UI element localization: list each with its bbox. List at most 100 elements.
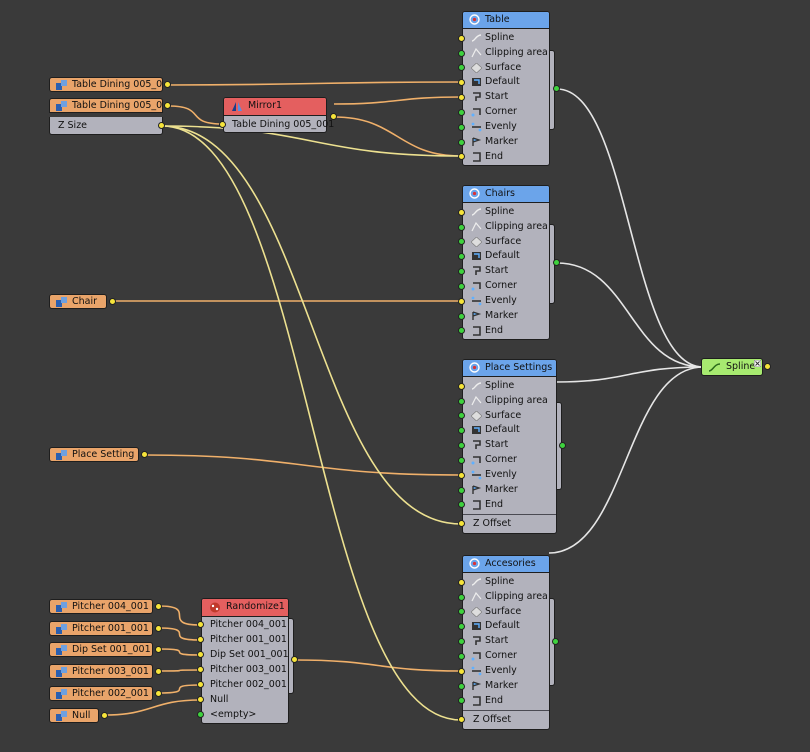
- cloner-row-end[interactable]: End: [463, 150, 503, 164]
- cloner-row-surface[interactable]: Surface: [463, 409, 521, 423]
- source-output-port[interactable]: [109, 298, 116, 305]
- cloner-output-port[interactable]: [552, 638, 559, 645]
- source-output-port[interactable]: [164, 81, 171, 88]
- cloner-input-port[interactable]: [458, 653, 465, 660]
- randomize-input-row[interactable]: Pitcher 003_001: [202, 663, 287, 677]
- cloner-row-clipping-area[interactable]: Clipping area: [463, 220, 548, 234]
- cloner-row-default[interactable]: Default: [463, 75, 520, 89]
- mirror-input-port[interactable]: [219, 121, 226, 128]
- cloner-input-port[interactable]: [458, 697, 465, 704]
- source-node-pitcher-001[interactable]: Pitcher 001_001: [49, 621, 153, 636]
- cloner-node-place-settings[interactable]: Place Settings Spline Clipping area Surf…: [462, 359, 557, 534]
- randomize-input-row[interactable]: Pitcher 004_001: [202, 618, 287, 632]
- source-output-port[interactable]: [155, 668, 162, 675]
- close-icon[interactable]: [754, 360, 761, 367]
- cloner-row-clipping-area[interactable]: Clipping area: [463, 46, 548, 60]
- randomize-input-row[interactable]: Dip Set 001_001: [202, 648, 289, 662]
- cloner-node-accesories[interactable]: Accesories Spline Clipping area Surface …: [462, 555, 550, 730]
- cloner-row-corner[interactable]: Corner: [463, 649, 517, 663]
- cloner-header[interactable]: Accesories: [463, 556, 549, 573]
- randomize-input-port[interactable]: [197, 636, 204, 643]
- randomize-header[interactable]: Randomize1: [202, 599, 288, 617]
- cloner-input-port[interactable]: [458, 238, 465, 245]
- source-node-dip-set-001[interactable]: Dip Set 001_001: [49, 642, 153, 657]
- cloner-row-spline[interactable]: Spline: [463, 31, 514, 45]
- cloner-header[interactable]: Place Settings: [463, 360, 556, 377]
- source-output-port[interactable]: [155, 603, 162, 610]
- cloner-row-start[interactable]: Start: [463, 438, 508, 452]
- cloner-input-port[interactable]: [458, 683, 465, 690]
- cloner-row-spline[interactable]: Spline: [463, 575, 514, 589]
- cloner-input-port[interactable]: [458, 383, 465, 390]
- randomize-input-port[interactable]: [197, 651, 204, 658]
- cloner-input-port[interactable]: [458, 668, 465, 675]
- randomize-input-row[interactable]: Null: [202, 693, 228, 707]
- cloner-row-start[interactable]: Start: [463, 264, 508, 278]
- cloner-input-port[interactable]: [458, 209, 465, 216]
- randomize-input-port[interactable]: [197, 666, 204, 673]
- cloner-row-evenly[interactable]: Evenly: [463, 468, 517, 482]
- source-output-port[interactable]: [141, 451, 148, 458]
- cloner-row-z-offset[interactable]: Z Offset: [463, 517, 511, 531]
- cloner-input-port[interactable]: [458, 716, 465, 723]
- cloner-output-port[interactable]: [559, 442, 566, 449]
- source-node-null[interactable]: Null: [49, 708, 99, 723]
- cloner-input-port[interactable]: [458, 283, 465, 290]
- cloner-input-port[interactable]: [458, 109, 465, 116]
- cloner-header[interactable]: Chairs: [463, 186, 549, 203]
- cloner-input-port[interactable]: [458, 638, 465, 645]
- cloner-row-default[interactable]: Default: [463, 249, 520, 263]
- cloner-input-port[interactable]: [458, 253, 465, 260]
- z-size-output[interactable]: Z Size: [49, 117, 163, 135]
- cloner-row-spline[interactable]: Spline: [463, 205, 514, 219]
- source-node-pitcher-003[interactable]: Pitcher 003_001: [49, 664, 153, 679]
- cloner-row-start[interactable]: Start: [463, 90, 508, 104]
- cloner-row-corner[interactable]: Corner: [463, 453, 517, 467]
- cloner-input-port[interactable]: [458, 412, 465, 419]
- randomize-output-port[interactable]: [291, 656, 298, 663]
- cloner-input-port[interactable]: [458, 608, 465, 615]
- cloner-input-port[interactable]: [458, 94, 465, 101]
- cloner-row-end[interactable]: End: [463, 324, 503, 338]
- cloner-row-marker[interactable]: Marker: [463, 483, 518, 497]
- cloner-input-port[interactable]: [458, 594, 465, 601]
- source-output-port[interactable]: [164, 102, 171, 109]
- cloner-input-port[interactable]: [458, 50, 465, 57]
- cloner-input-port[interactable]: [458, 124, 465, 131]
- cloner-row-marker[interactable]: Marker: [463, 679, 518, 693]
- cloner-input-port[interactable]: [458, 623, 465, 630]
- randomize-input-port[interactable]: [197, 711, 204, 718]
- cloner-input-port[interactable]: [458, 442, 465, 449]
- spline-output-port[interactable]: [764, 363, 771, 370]
- cloner-input-port[interactable]: [458, 35, 465, 42]
- source-node-pitcher-002[interactable]: Pitcher 002_001: [49, 686, 153, 701]
- mirror-node[interactable]: Mirror1 Table Dining 005_001: [223, 97, 334, 133]
- cloner-output-port[interactable]: [553, 85, 560, 92]
- cloner-row-default[interactable]: Default: [463, 619, 520, 633]
- source-node-pitcher-004[interactable]: Pitcher 004_001: [49, 599, 153, 614]
- mirror-input-row[interactable]: Table Dining 005_001: [224, 118, 334, 132]
- cloner-input-port[interactable]: [458, 398, 465, 405]
- cloner-output-port[interactable]: [553, 259, 560, 266]
- cloner-input-port[interactable]: [458, 472, 465, 479]
- cloner-row-default[interactable]: Default: [463, 423, 520, 437]
- cloner-node-table[interactable]: Table Spline Clipping area Surface Defau…: [462, 11, 550, 166]
- mirror-output-port[interactable]: [330, 113, 337, 120]
- cloner-input-port[interactable]: [458, 224, 465, 231]
- cloner-input-port[interactable]: [458, 298, 465, 305]
- source-output-port[interactable]: [155, 646, 162, 653]
- cloner-input-port[interactable]: [458, 487, 465, 494]
- cloner-input-port[interactable]: [458, 579, 465, 586]
- randomize-input-row[interactable]: <empty>: [202, 708, 256, 722]
- randomize-input-port[interactable]: [197, 696, 204, 703]
- mirror-header[interactable]: Mirror1: [224, 98, 326, 116]
- randomize-input-port[interactable]: [197, 621, 204, 628]
- randomize-input-row[interactable]: Pitcher 001_001: [202, 633, 287, 647]
- cloner-row-evenly[interactable]: Evenly: [463, 294, 517, 308]
- source-node-chair[interactable]: Chair: [49, 294, 107, 309]
- cloner-input-port[interactable]: [458, 501, 465, 508]
- cloner-input-port[interactable]: [458, 520, 465, 527]
- cloner-row-corner[interactable]: Corner: [463, 105, 517, 119]
- cloner-row-end[interactable]: End: [463, 498, 503, 512]
- randomize-node[interactable]: Randomize1 Pitcher 004_001 Pitcher 001_0…: [201, 598, 289, 724]
